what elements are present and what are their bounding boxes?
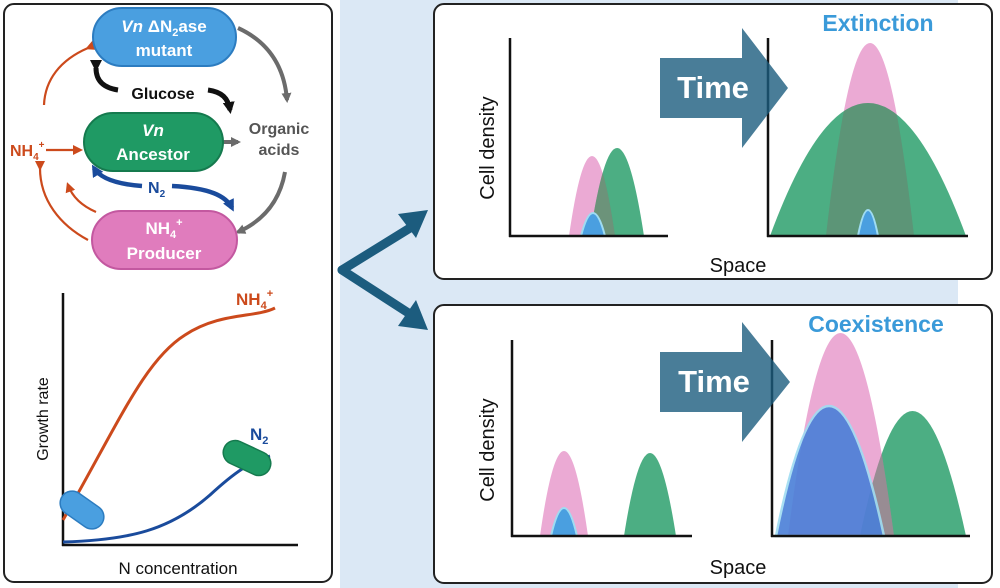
coexistence-title: Coexistence	[808, 311, 944, 337]
ancestor-node: Vn Ancestor	[83, 112, 224, 172]
svg-text:Vn: Vn	[142, 121, 164, 140]
nh4-to-mutant-arrow	[42, 40, 97, 106]
extinction-time-arrow	[660, 28, 788, 148]
extinction-title: Extinction	[822, 10, 933, 36]
coexistence-initial-ancestor-peak	[624, 453, 676, 536]
coexistence-time-label: Time	[678, 364, 750, 399]
coexistence-time-arrow	[660, 322, 790, 442]
n2-to-producer-arrow	[171, 183, 235, 212]
growth-x-label: N concentration	[118, 559, 237, 578]
extinction-x-label: Space	[710, 255, 767, 277]
acids-to-producer-arrow	[235, 171, 287, 234]
producer-node: NH4+ Producer	[91, 210, 238, 270]
ancestor-cell-icon	[222, 439, 272, 477]
coexistence-initial-mutant-peak	[549, 507, 579, 537]
organic-acids-label-line1: Organic	[249, 121, 310, 138]
split-arrow-down-shaft	[337, 265, 415, 319]
split-arrow-down-head	[398, 300, 428, 330]
growth-rate-plot: NH4+ N2 Growth rate N concentration	[35, 288, 298, 578]
mutant-cell-icon	[59, 490, 105, 530]
svg-text:NH4+: NH4+	[145, 217, 182, 241]
nh4-left-label: NH4+	[10, 140, 45, 163]
extinction-final-overlap	[826, 103, 914, 236]
extinction-final-ancestor-peak	[770, 103, 966, 236]
coexistence-panel: Coexistence Time Cell density Space	[433, 304, 993, 584]
extinction-time-label: Time	[677, 70, 749, 105]
growth-y-label: Growth rate	[35, 377, 52, 461]
svg-text:Vn ΔN2ase: Vn ΔN2ase	[121, 17, 206, 39]
coexistence-final-mutant-peak	[774, 404, 886, 538]
mutant-node: Vn ΔN2ase mutant	[92, 7, 237, 67]
n2-to-ancestor-arrow	[91, 164, 143, 189]
split-arrow-up-head	[398, 210, 428, 238]
producer-to-nh4-arrow	[34, 160, 89, 241]
extinction-panel: Extinction Time Cell density Space	[433, 3, 993, 280]
glucose-label: Glucose	[131, 86, 194, 103]
split-arrow-up-shaft	[337, 223, 415, 275]
svg-text:Producer: Producer	[127, 244, 202, 263]
nh4-growth-curve	[61, 306, 276, 521]
producer-to-nh4-inner-arrow	[65, 182, 97, 214]
organic-acids-label-line2: acids	[259, 142, 300, 159]
glucose-to-ancestor-arrow	[207, 87, 235, 114]
glucose-to-mutant-arrow	[89, 59, 119, 93]
mutant-to-acids-arrow	[237, 26, 292, 103]
extinction-y-label: Cell density	[477, 96, 499, 199]
n2-center-label: N2	[148, 180, 166, 200]
svg-text:mutant: mutant	[136, 41, 193, 60]
n2-curve-label: N2	[250, 425, 268, 447]
coexistence-x-label: Space	[710, 557, 767, 579]
nh4-curve-label: NH4+	[236, 288, 273, 312]
coexistence-initial-producer-peak	[540, 451, 588, 536]
coexistence-y-label: Cell density	[477, 398, 499, 501]
svg-text:Ancestor: Ancestor	[116, 145, 190, 164]
